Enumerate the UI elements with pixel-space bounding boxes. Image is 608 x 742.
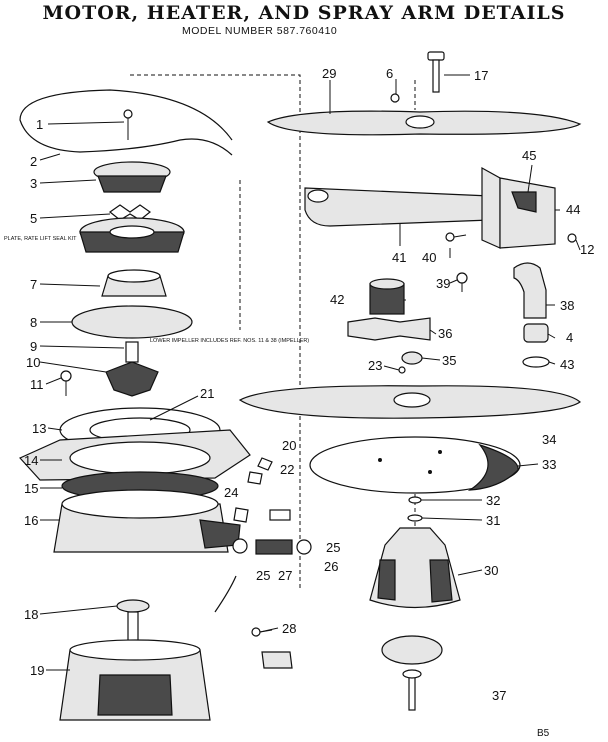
page-code: B5: [537, 728, 550, 739]
callout-11: 11: [30, 377, 44, 392]
fan-part-3: [93, 161, 171, 193]
callout-31: 31: [486, 513, 500, 528]
callout-45: 45: [522, 148, 536, 163]
callout-40: 40: [422, 250, 436, 265]
callout-41: 41: [392, 250, 406, 265]
motor-part-19: [59, 575, 237, 721]
elbow-part-38: [513, 262, 547, 319]
callout-22: 22: [280, 462, 294, 477]
callout-17: 17: [474, 68, 488, 83]
drain-assembly-part-37: [381, 635, 443, 711]
callout-34: 34: [542, 432, 556, 447]
callout-1: 1: [36, 117, 43, 132]
callout-18: 18: [24, 607, 38, 622]
screw-part-40: [445, 232, 467, 242]
callout-4: 4: [566, 330, 573, 345]
clamp-part-26: [296, 539, 312, 555]
callout-20: 20: [282, 438, 296, 453]
coupler-part-7: [101, 269, 167, 297]
callout-32: 32: [486, 493, 500, 508]
diagram-title: MOTOR, HEATER, AND SPRAY ARM DETAILS: [42, 2, 566, 24]
terminal-part-22: [247, 471, 263, 485]
callout-15: 15: [24, 481, 38, 496]
callout-38: 38: [560, 298, 574, 313]
callout-39: 39: [436, 276, 450, 291]
callout-5: 5: [30, 211, 37, 226]
screw-part-11: [60, 370, 72, 396]
heater-element-part-2: [19, 89, 233, 156]
pump-housing-part-30: [369, 527, 461, 609]
support-part-36: [347, 317, 431, 341]
callout-9: 9: [30, 339, 37, 354]
callout-21: 21: [200, 386, 214, 401]
callout-23: 23: [368, 358, 382, 373]
callout-19: 19: [30, 663, 44, 678]
callout-25-left: 25: [256, 568, 270, 583]
note-plate-rate: PLATE, RATE LIFT SEAL KIT: [4, 236, 77, 242]
callout-27: 27: [278, 568, 292, 583]
capacitor-bracket: [261, 651, 293, 669]
sleeve-part-21: [269, 509, 291, 521]
callout-28: 28: [282, 621, 296, 636]
callout-35: 35: [442, 353, 456, 368]
callout-8: 8: [30, 315, 37, 330]
callout-16: 16: [24, 513, 38, 528]
clip-part-20: [257, 457, 273, 471]
terminal-part-24: [233, 507, 249, 523]
impeller-part-10: [105, 341, 159, 397]
note-lower-impeller: LOWER IMPELLER INCLUDES REF. NOS. 11 & 3…: [150, 338, 309, 344]
callout-7: 7: [30, 277, 37, 292]
callout-33: 33: [542, 457, 556, 472]
washer-part-12: [567, 233, 577, 243]
callout-10: 10: [26, 355, 40, 370]
lower-spray-arm: [238, 385, 581, 419]
callout-30: 30: [484, 563, 498, 578]
callout-37: 37: [492, 688, 506, 703]
model-number: MODEL NUMBER 587.760410: [182, 25, 338, 37]
callout-25-right: 25: [326, 540, 340, 555]
callout-24: 24: [224, 485, 238, 500]
screw-part-39: [456, 272, 468, 292]
callout-44: 44: [566, 202, 580, 217]
callout-26: 26: [324, 559, 338, 574]
callout-12: 12: [580, 242, 594, 257]
callout-3: 3: [30, 176, 37, 191]
callout-42: 42: [330, 292, 344, 307]
impeller-plate: [79, 217, 185, 253]
bolt-part-17: [427, 51, 445, 93]
callout-29: 29: [322, 66, 336, 81]
callout-13: 13: [32, 421, 46, 436]
filter-disc-part-33: [309, 436, 521, 494]
coupling-part-4: [523, 323, 549, 343]
callout-14: 14: [24, 453, 38, 468]
clamp-part-25: [232, 538, 248, 554]
callout-2: 2: [30, 154, 37, 169]
bearing-part-42: [369, 278, 405, 315]
upper-spray-arm-part-29: [266, 110, 582, 136]
spray-arm-manifold-part-41: [304, 187, 491, 227]
pump-base-part-16: [53, 489, 241, 553]
callout-6: 6: [386, 66, 393, 81]
screw-part-1: [123, 109, 133, 140]
nut-part-6: [390, 93, 400, 103]
callout-43: 43: [560, 357, 574, 372]
hose-part-27: [255, 539, 293, 555]
assembly-guide-line: [130, 74, 301, 590]
gasket-part-14: [19, 429, 251, 481]
callout-36: 36: [438, 326, 452, 341]
